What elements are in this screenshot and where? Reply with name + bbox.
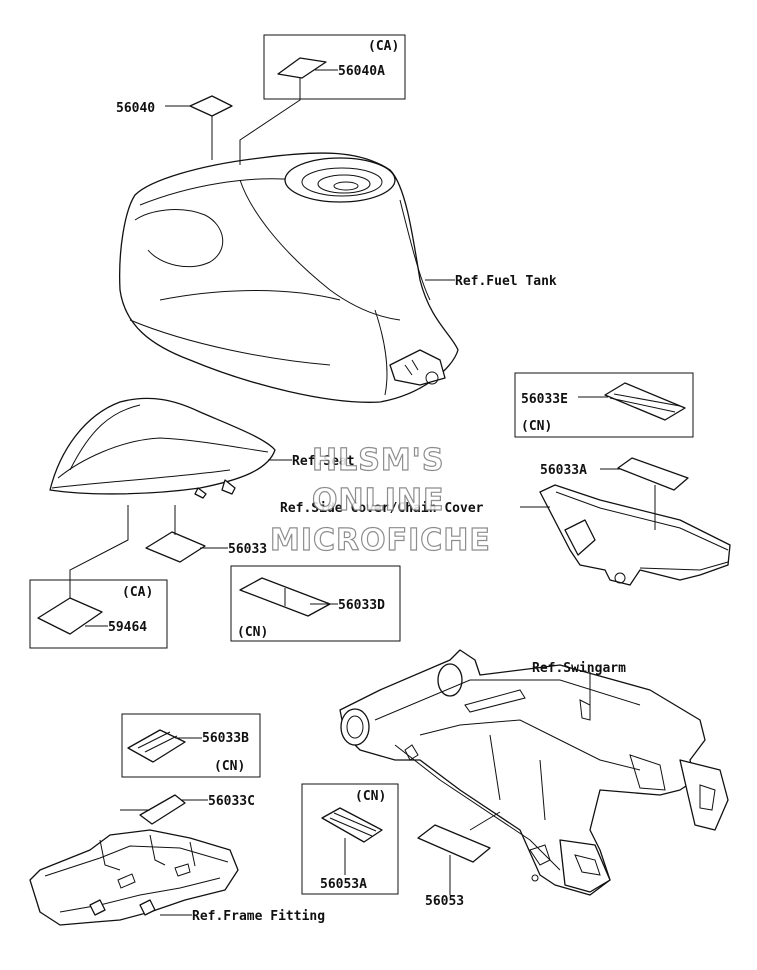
label-cn-d: (CN)	[237, 625, 268, 640]
label-cn-b: (CN)	[214, 759, 245, 774]
label-56040: 56040	[116, 101, 155, 116]
decal-56053[interactable]	[417, 824, 491, 863]
chain-cover[interactable]	[539, 484, 731, 586]
swingarm[interactable]	[339, 649, 729, 896]
label-56033C: 56033C	[208, 794, 255, 809]
fuel-tank[interactable]	[119, 152, 459, 403]
label-56033: 56033	[228, 542, 267, 557]
label-ref-side-cover[interactable]: Ref.Side Cover/Chain Cover	[280, 501, 484, 516]
watermark-line1: HLSM'S	[312, 443, 444, 478]
decal-56053A[interactable]	[321, 807, 383, 843]
decal-56033B[interactable]	[127, 729, 186, 763]
watermark: HLSM'S ONLINE MICROFICHE	[269, 442, 491, 558]
box-cn-56033E	[514, 372, 694, 438]
label-ca-top: (CA)	[368, 39, 399, 54]
seat[interactable]	[49, 397, 276, 499]
box-ca-left	[29, 579, 168, 649]
box-cn-56053A	[301, 783, 399, 895]
decal-56033A[interactable]	[617, 457, 689, 491]
label-56053A: 56053A	[320, 877, 367, 892]
decal-59464[interactable]	[37, 597, 103, 635]
label-cn-53a: (CN)	[355, 789, 386, 804]
label-56033E: 56033E	[521, 392, 568, 407]
label-56033A: 56033A	[540, 463, 587, 478]
decal-56033E[interactable]	[604, 382, 686, 421]
decal-56040A[interactable]	[277, 57, 327, 79]
label-56053: 56053	[425, 894, 464, 909]
label-ref-swingarm[interactable]: Ref.Swingarm	[532, 661, 626, 676]
label-56033B: 56033B	[202, 731, 249, 746]
decal-56033C[interactable]	[139, 794, 186, 825]
box-cn-56033B	[121, 713, 261, 778]
watermark-line3: MICROFICHE	[270, 523, 491, 558]
decal-56033D[interactable]	[239, 577, 331, 617]
watermark-line2: ONLINE	[312, 483, 445, 518]
label-ca-left: (CA)	[122, 585, 153, 600]
label-56033D: 56033D	[338, 598, 385, 613]
box-ca-top	[263, 34, 406, 100]
label-ref-seat[interactable]: Ref.Seat	[292, 454, 355, 469]
label-ref-frame-fitting[interactable]: Ref.Frame Fitting	[192, 909, 325, 924]
decal-56040[interactable]	[189, 95, 233, 117]
box-cn-56033D	[230, 565, 401, 642]
label-59464: 59464	[108, 620, 147, 635]
decal-56033[interactable]	[145, 531, 206, 563]
frame-fitting[interactable]	[29, 829, 239, 926]
label-ref-fuel-tank[interactable]: Ref.Fuel Tank	[455, 274, 557, 289]
label-56040A: 56040A	[338, 64, 385, 79]
label-cn-e: (CN)	[521, 419, 552, 434]
